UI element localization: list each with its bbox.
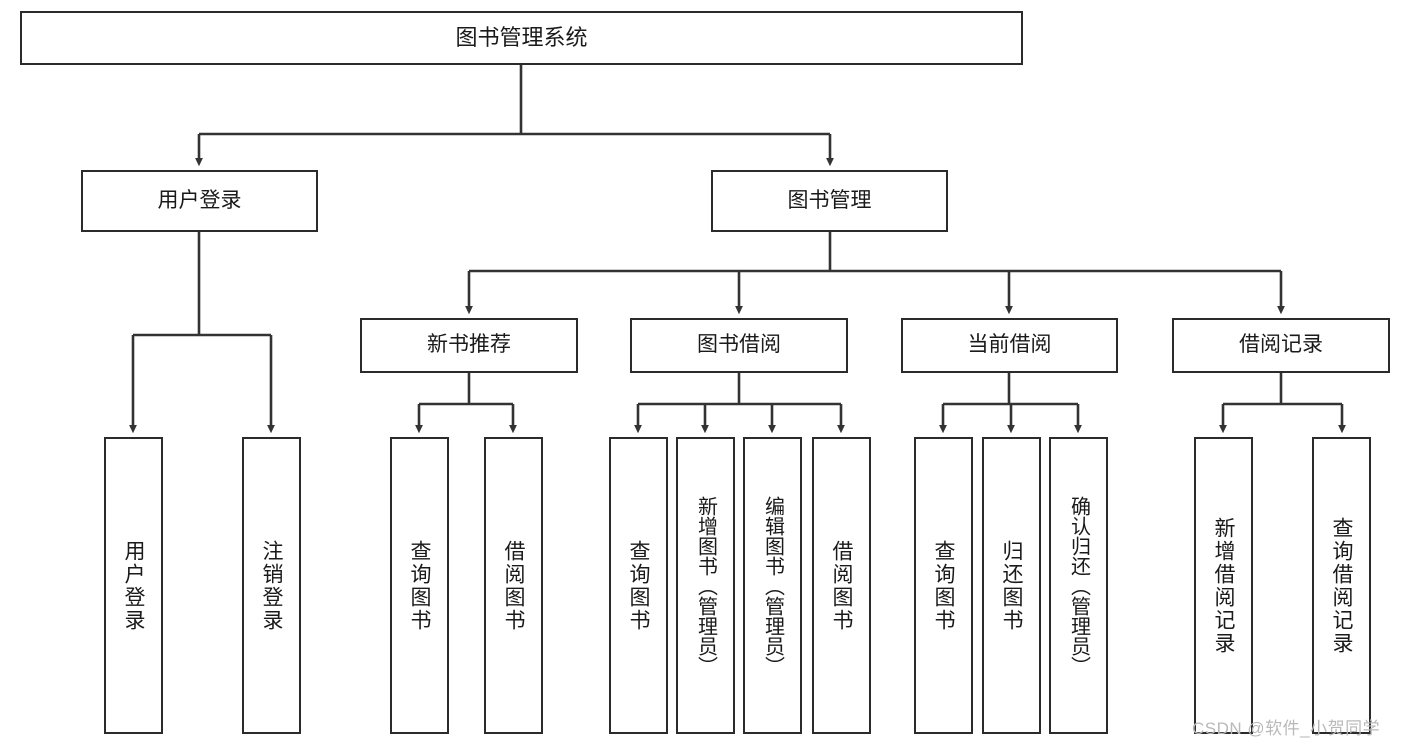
csdn-watermark: CSDN @软件_小贺同学 (1192, 719, 1381, 738)
leaf-recommend-query-book-label: 查询图书 (408, 539, 431, 632)
leaf-add-book-admin-label: 新增图书（管理员） (694, 495, 717, 676)
leaf-add-borrow-record[interactable]: 新增借阅记录 (1194, 437, 1253, 734)
leaf-user-login[interactable]: 用户登录 (104, 437, 163, 734)
leaf-return-book-label: 归还图书 (1000, 539, 1023, 632)
leaf-borrow-book-label: 借阅图书 (830, 539, 853, 632)
connectors-currentborrow-to-leaves (939, 373, 1082, 434)
leaf-return-book[interactable]: 归还图书 (982, 437, 1041, 734)
node-borrow-record-label: 借阅记录 (1239, 333, 1323, 357)
node-root-system[interactable]: 图书管理系统 (20, 11, 1023, 65)
leaf-current-query-book[interactable]: 查询图书 (914, 437, 973, 734)
connectors-bookborrow-to-leaves (634, 373, 845, 434)
leaf-edit-book-admin[interactable]: 编辑图书（管理员） (743, 437, 802, 734)
leaf-edit-book-admin-label: 编辑图书（管理员） (761, 495, 784, 676)
leaf-confirm-return-admin-label: 确认归还（管理员） (1067, 495, 1090, 676)
leaf-query-borrow-record-label: 查询借阅记录 (1330, 516, 1353, 655)
node-user-login[interactable]: 用户登录 (81, 170, 318, 232)
connectors-bookmgmt-to-level2 (465, 232, 1285, 315)
connectors-newbook-to-leaves (415, 373, 517, 434)
node-new-book-recommend[interactable]: 新书推荐 (360, 318, 578, 373)
node-borrow-record[interactable]: 借阅记录 (1172, 318, 1390, 373)
leaf-query-borrow-record[interactable]: 查询借阅记录 (1312, 437, 1371, 734)
leaf-user-login-label: 用户登录 (122, 539, 145, 632)
leaf-current-query-book-label: 查询图书 (932, 539, 955, 632)
node-new-book-recommend-label: 新书推荐 (427, 333, 511, 357)
node-book-borrow[interactable]: 图书借阅 (630, 318, 848, 373)
leaf-add-book-admin[interactable]: 新增图书（管理员） (676, 437, 735, 734)
leaf-borrow-query-book-label: 查询图书 (627, 539, 650, 632)
connectors-borrowrecord-to-leaves (1219, 373, 1346, 434)
leaf-borrow-query-book[interactable]: 查询图书 (609, 437, 668, 734)
leaf-recommend-borrow-book[interactable]: 借阅图书 (484, 437, 543, 734)
node-current-borrow[interactable]: 当前借阅 (901, 318, 1118, 373)
leaf-confirm-return-admin[interactable]: 确认归还（管理员） (1049, 437, 1108, 734)
leaf-add-borrow-record-label: 新增借阅记录 (1212, 516, 1235, 655)
node-root-system-label: 图书管理系统 (455, 25, 588, 51)
node-book-borrow-label: 图书借阅 (697, 333, 781, 357)
leaf-logout-label: 注销登录 (260, 539, 283, 632)
leaf-recommend-borrow-book-label: 借阅图书 (502, 539, 525, 632)
leaf-logout[interactable]: 注销登录 (242, 437, 301, 734)
node-user-login-label: 用户登录 (157, 188, 242, 212)
connectors-root-to-level1 (195, 65, 834, 167)
node-book-management-label: 图书管理 (787, 188, 872, 212)
node-current-borrow-label: 当前借阅 (967, 333, 1052, 357)
leaf-recommend-query-book[interactable]: 查询图书 (390, 437, 449, 734)
node-book-management[interactable]: 图书管理 (711, 170, 948, 232)
leaf-borrow-book[interactable]: 借阅图书 (812, 437, 871, 734)
connectors-userlogin-to-leaves (129, 232, 275, 434)
